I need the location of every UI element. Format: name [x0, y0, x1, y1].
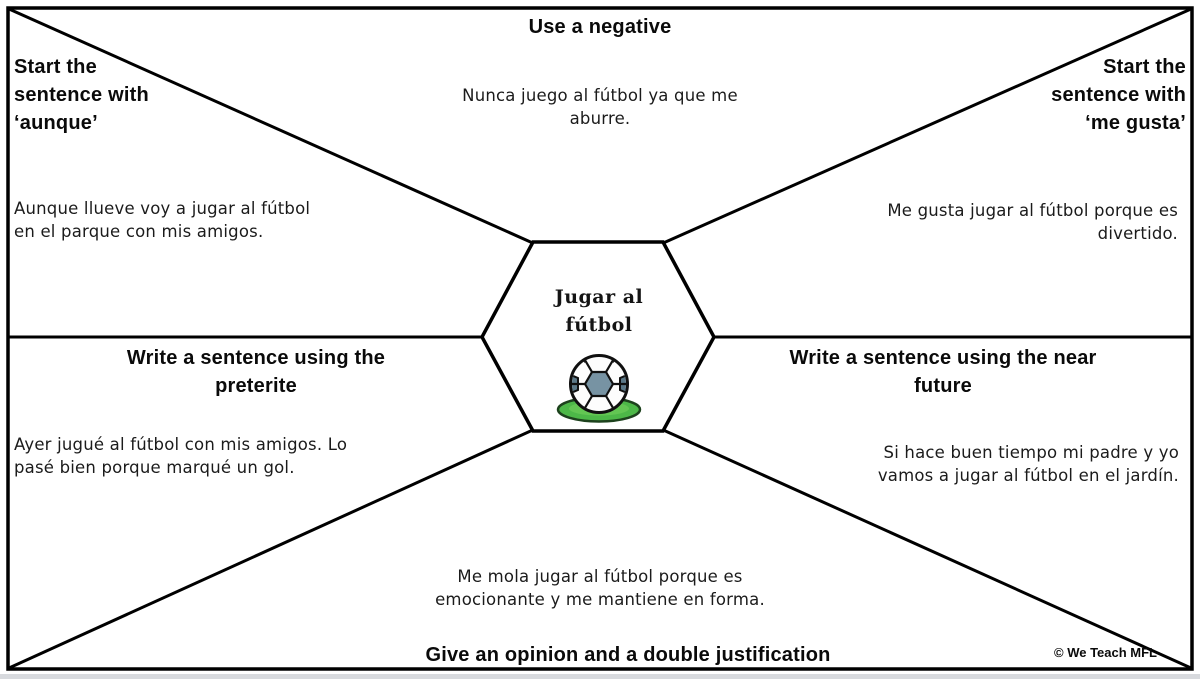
center-topic-title: Jugar al fútbol [554, 286, 644, 336]
page-edge-strip [0, 674, 1200, 679]
example-aunque: Aunque llueve voy a jugar al fútbol en e… [14, 199, 311, 242]
example-use-a-negative: Nunca juego al fútbol ya que me aburre. [462, 86, 738, 129]
soccer-ball-on-grass-icon [556, 354, 642, 423]
example-opinion: Me mola jugar al fútbol porque es emocio… [435, 567, 765, 610]
divider-top-left [8, 7, 536, 246]
copyright-text: © We Teach MFL [1054, 645, 1157, 660]
heading-aunque: Start the sentence with ‘aunque’ [14, 56, 149, 134]
example-me-gusta: Me gusta jugar al fútbol porque es diver… [887, 201, 1178, 244]
center-hexagon [480, 240, 716, 433]
heading-opinion: Give an opinion and a double justificati… [425, 644, 831, 666]
heading-preterite: Write a sentence using the preterite [126, 347, 386, 397]
example-near-future: Si hace buen tiempo mi padre y yo vamos … [877, 443, 1179, 486]
divider-bottom-left [8, 427, 536, 670]
divider-top-right [660, 7, 1192, 246]
example-preterite: Ayer jugué al fútbol con mis amigos. Lo … [14, 435, 348, 478]
heading-near-future: Write a sentence using the near future [789, 347, 1097, 397]
divider-bottom-right [660, 427, 1192, 670]
heading-me-gusta: Start the sentence with ‘me gusta’ [1051, 56, 1186, 134]
heading-use-a-negative: Use a negative [528, 16, 672, 38]
